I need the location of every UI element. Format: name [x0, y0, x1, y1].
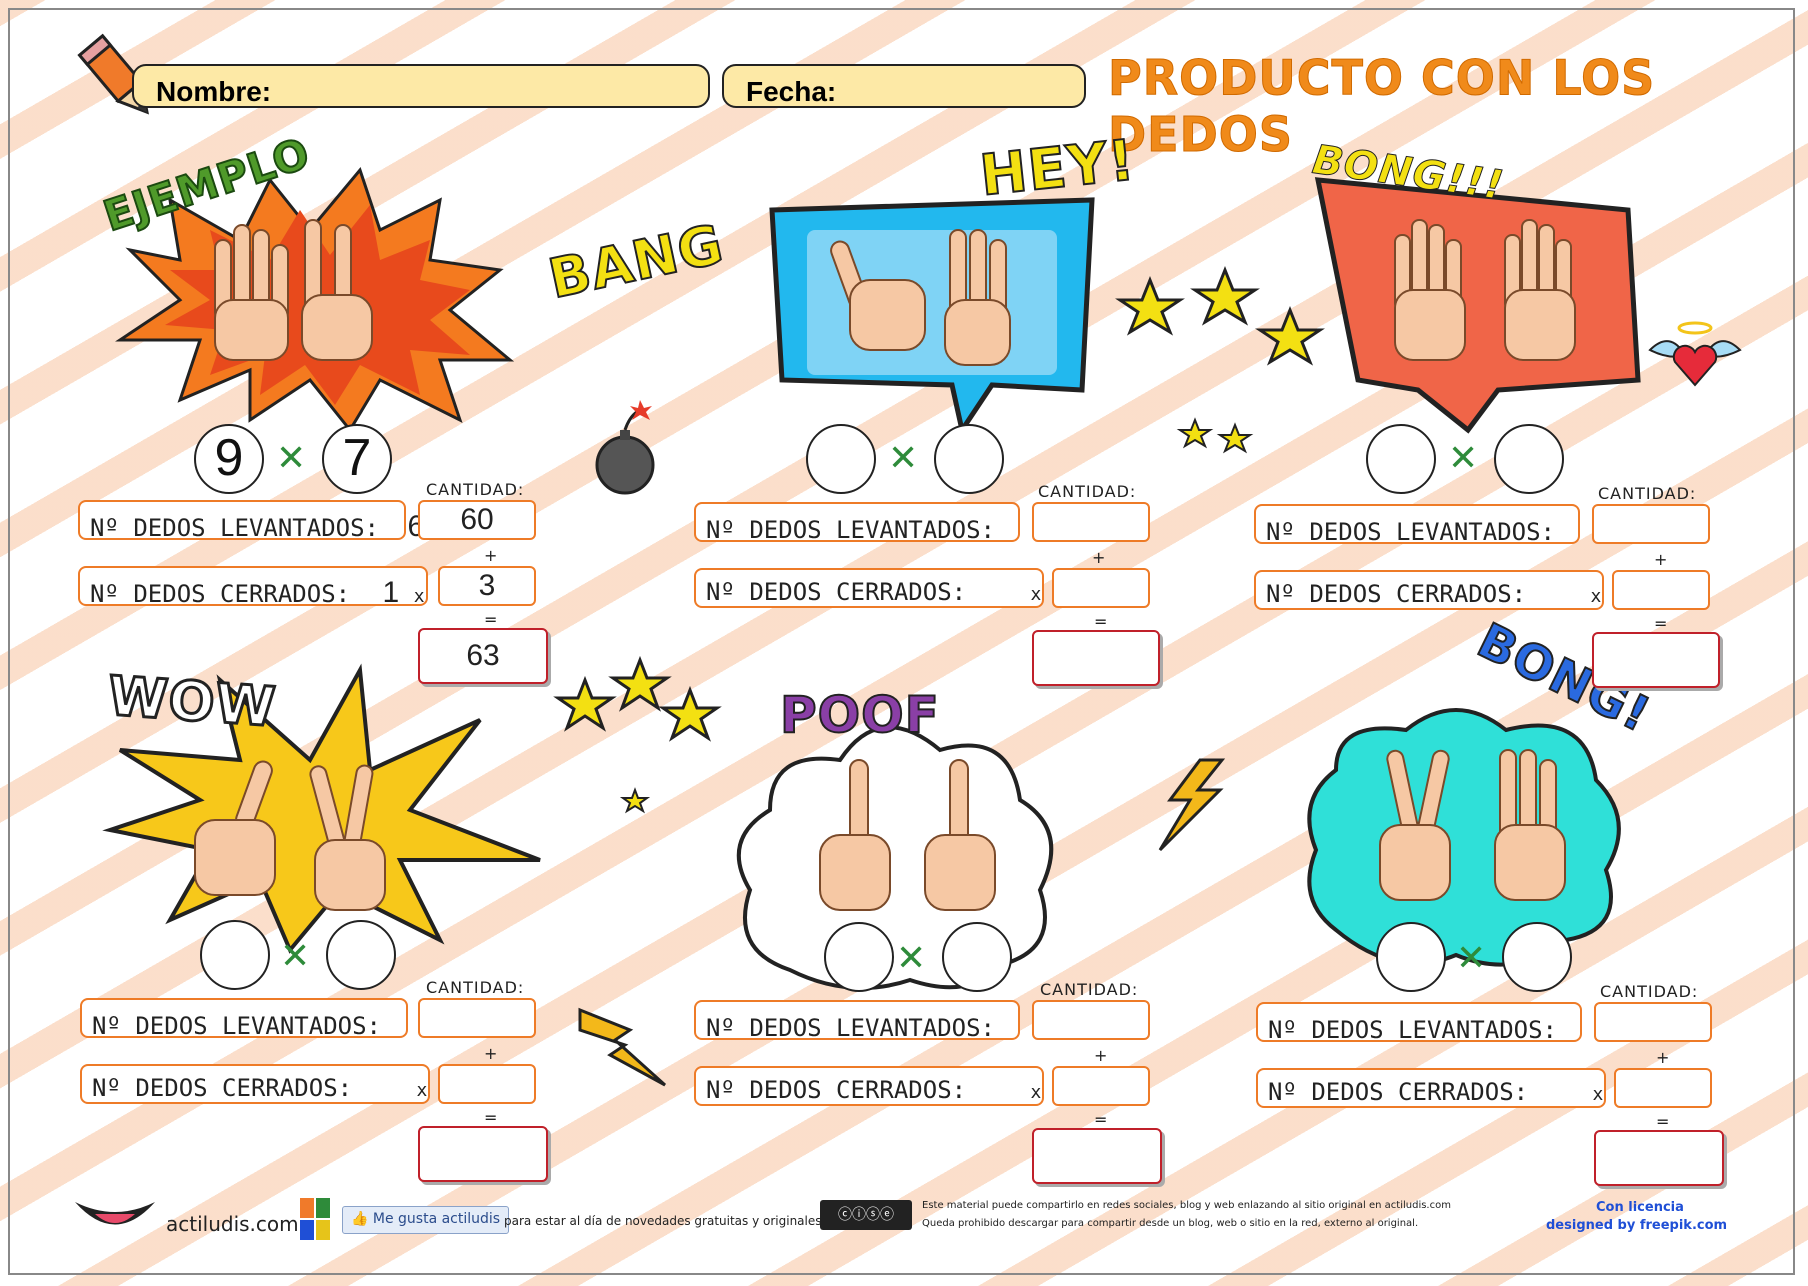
levantados-row: Nº DEDOS LEVANTADOS: — [1254, 504, 1580, 546]
fecha-label: Fecha: — [746, 76, 837, 107]
like-text: para estar al día de novedades gratuitas… — [504, 1214, 826, 1228]
left-hand-circle[interactable] — [824, 922, 894, 992]
cantidad-2-box[interactable]: 3 — [438, 566, 536, 606]
plus-sign: + — [1656, 1048, 1670, 1067]
levantados-row: Nº DEDOS LEVANTADOS: — [694, 1000, 1020, 1042]
levantados-row: Nº DEDOS LEVANTADOS: — [694, 502, 1020, 544]
cantidad-label: CANTIDAD: — [1600, 982, 1699, 1001]
cerrados-row: Nº DEDOS CERRADOS: x — [80, 1064, 430, 1104]
multiply-x-mark: ✕ — [888, 438, 919, 479]
cantidad-label: CANTIDAD: — [1598, 484, 1697, 503]
cantidad-label: CANTIDAD: — [426, 978, 525, 997]
total-box[interactable] — [1032, 1128, 1162, 1184]
cantidad-2-box[interactable] — [1612, 570, 1710, 610]
multiply-x-mark: ✕ — [276, 438, 307, 479]
right-hand-circle[interactable] — [1494, 424, 1564, 494]
cerrados-row: Nº DEDOS CERRADOS: x — [1254, 570, 1604, 610]
smile-logo-icon — [75, 1202, 155, 1225]
cantidad-1-box[interactable] — [1032, 502, 1150, 542]
plus-sign: + — [484, 546, 498, 565]
like-icon: 👍 — [351, 1211, 369, 1227]
lightning-icon — [578, 1007, 667, 1087]
plus-sign: + — [1654, 550, 1668, 569]
equals-sign: = — [1094, 1110, 1108, 1129]
lightning-icon — [1158, 758, 1226, 852]
cantidad-label: CANTIDAD: — [1040, 980, 1139, 999]
multiply-x-mark: ✕ — [280, 936, 311, 977]
levantados-row: Nº DEDOS LEVANTADOS: 6 — [78, 500, 424, 543]
cantidad-1-box[interactable] — [1592, 504, 1710, 544]
star-icon — [553, 655, 722, 814]
total-box[interactable]: 63 — [418, 628, 548, 684]
right-hand-circle[interactable] — [326, 920, 396, 990]
total-box[interactable] — [1594, 1130, 1724, 1186]
star-icon — [1115, 265, 1325, 454]
hand-icon — [1394, 219, 1576, 361]
total-box[interactable] — [1592, 632, 1720, 688]
equals-sign: = — [484, 1108, 498, 1127]
plus-sign: + — [1094, 1046, 1108, 1065]
license-line-1: Este material puede compartirlo en redes… — [922, 1200, 1451, 1211]
nombre-field[interactable]: Nombre: — [132, 64, 710, 108]
right-hand-circle: 7 — [322, 424, 392, 494]
right-hand-circle[interactable] — [934, 424, 1004, 494]
footer-site[interactable]: actiludis.com — [166, 1212, 299, 1236]
left-hand-circle[interactable] — [806, 424, 876, 494]
hand-icon — [830, 229, 1011, 366]
right-hand-circle[interactable] — [1502, 922, 1572, 992]
like-button[interactable]: 👍 Me gusta actiludis — [342, 1206, 510, 1234]
fecha-field[interactable]: Fecha: — [722, 64, 1086, 108]
plus-sign: + — [484, 1044, 498, 1063]
multiply-x-mark: ✕ — [1448, 438, 1479, 479]
wow-word: WOW — [105, 663, 280, 741]
nombre-label: Nombre: — [156, 76, 272, 107]
cantidad-1-box[interactable] — [1032, 1000, 1150, 1040]
cantidad-2-box[interactable] — [1052, 1066, 1150, 1106]
cantidad-2-box[interactable] — [1052, 568, 1150, 608]
left-hand-circle[interactable] — [200, 920, 270, 990]
equals-sign: = — [1654, 614, 1668, 633]
cerrados-row: Nº DEDOS CERRADOS: x — [1256, 1068, 1606, 1108]
abn-logo-icon — [300, 1198, 330, 1240]
right-hand-circle[interactable] — [942, 922, 1012, 992]
cerrados-a-value: 1 — [382, 576, 400, 609]
hand-icon — [1379, 749, 1566, 901]
left-hand-circle: 9 — [194, 424, 264, 494]
left-hand-circle[interactable] — [1366, 424, 1436, 494]
cantidad-1-box[interactable] — [418, 998, 536, 1038]
heart-wings-icon — [1648, 321, 1742, 387]
cantidad-label: CANTIDAD: — [1038, 482, 1137, 501]
hand-icon — [214, 219, 373, 361]
cantidad-1-box[interactable]: 60 — [418, 500, 536, 540]
multiply-x-mark: ✕ — [1456, 938, 1487, 979]
equals-sign: = — [1094, 612, 1108, 631]
levantados-row: Nº DEDOS LEVANTADOS: — [1256, 1002, 1582, 1044]
cerrados-row: Nº DEDOS CERRADOS: x — [694, 568, 1044, 608]
left-hand-circle[interactable] — [1376, 922, 1446, 992]
total-box[interactable] — [1032, 630, 1160, 686]
cantidad-label: CANTIDAD: — [426, 480, 525, 499]
hand-icon — [819, 759, 996, 911]
freepik-line-2[interactable]: designed by freepik.com — [1546, 1218, 1728, 1233]
plus-sign: + — [1092, 548, 1106, 567]
license-line-2: Queda prohibido descargar para compartir… — [922, 1218, 1419, 1229]
multiply-x-mark: ✕ — [896, 938, 927, 979]
hand-icon — [194, 760, 386, 911]
equals-sign: = — [484, 610, 498, 629]
cc-license-icon: ⓒⓘⓢⓔ — [820, 1200, 912, 1230]
levantados-row: Nº DEDOS LEVANTADOS: — [80, 998, 408, 1040]
freepik-line-1: Con licencia — [1596, 1200, 1684, 1215]
page-frame — [8, 8, 1795, 1275]
cerrados-row: Nº DEDOS CERRADOS: x — [694, 1066, 1044, 1106]
poof-word: POOF — [779, 685, 940, 745]
cantidad-2-box[interactable] — [438, 1064, 536, 1104]
cerrados-row: Nº DEDOS CERRADOS: 1 x 3 — [78, 566, 456, 609]
equals-sign: = — [1656, 1112, 1670, 1131]
page-title: PRODUCTO CON LOS DEDOS — [1108, 49, 1656, 163]
cantidad-1-box[interactable] — [1594, 1002, 1712, 1042]
bomb-icon — [595, 400, 655, 495]
total-box[interactable] — [418, 1126, 548, 1182]
cantidad-2-box[interactable] — [1614, 1068, 1712, 1108]
